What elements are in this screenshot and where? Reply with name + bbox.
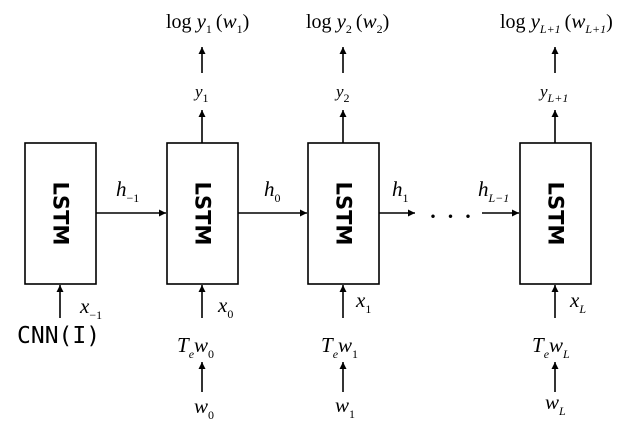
word-label-2: w1 bbox=[335, 393, 355, 421]
lstm-cell-label: LSTM bbox=[49, 182, 73, 246]
lstm-cell-label: LSTM bbox=[544, 182, 568, 246]
lstm-cell-3: LSTM bbox=[519, 142, 592, 285]
embed-label-2: Tew1 bbox=[321, 333, 358, 361]
ellipsis: · · · bbox=[428, 200, 473, 233]
hidden-label-1: h0 bbox=[264, 177, 281, 205]
word-label-3: wL bbox=[545, 390, 566, 418]
hidden-label-0: h−1 bbox=[116, 177, 139, 205]
word-label-1: w0 bbox=[194, 394, 214, 422]
lstm-cell-2: LSTM bbox=[307, 142, 380, 285]
hidden-label-3: hL−1 bbox=[478, 177, 509, 205]
x-label-3: xL bbox=[569, 288, 586, 316]
lstm-cell-0: LSTM bbox=[24, 142, 97, 285]
y-label-1: y1 bbox=[193, 82, 209, 105]
x-label-2: x1 bbox=[355, 288, 371, 316]
embed-label-1: Tew0 bbox=[177, 333, 214, 361]
embed-label-3: TewL bbox=[532, 333, 570, 361]
cnn-image-input: CNN(I) bbox=[17, 323, 100, 349]
lstm-cell-label: LSTM bbox=[191, 182, 215, 246]
y-label-3: yL+1 bbox=[538, 82, 568, 105]
lstm-cell-label: LSTM bbox=[332, 182, 356, 246]
hidden-label-2: h1 bbox=[392, 177, 409, 205]
x-label-1: x0 bbox=[217, 293, 233, 321]
x-label-0: x−1 bbox=[79, 294, 102, 322]
y-label-2: y2 bbox=[334, 82, 350, 105]
lstm-cell-1: LSTM bbox=[166, 142, 239, 285]
